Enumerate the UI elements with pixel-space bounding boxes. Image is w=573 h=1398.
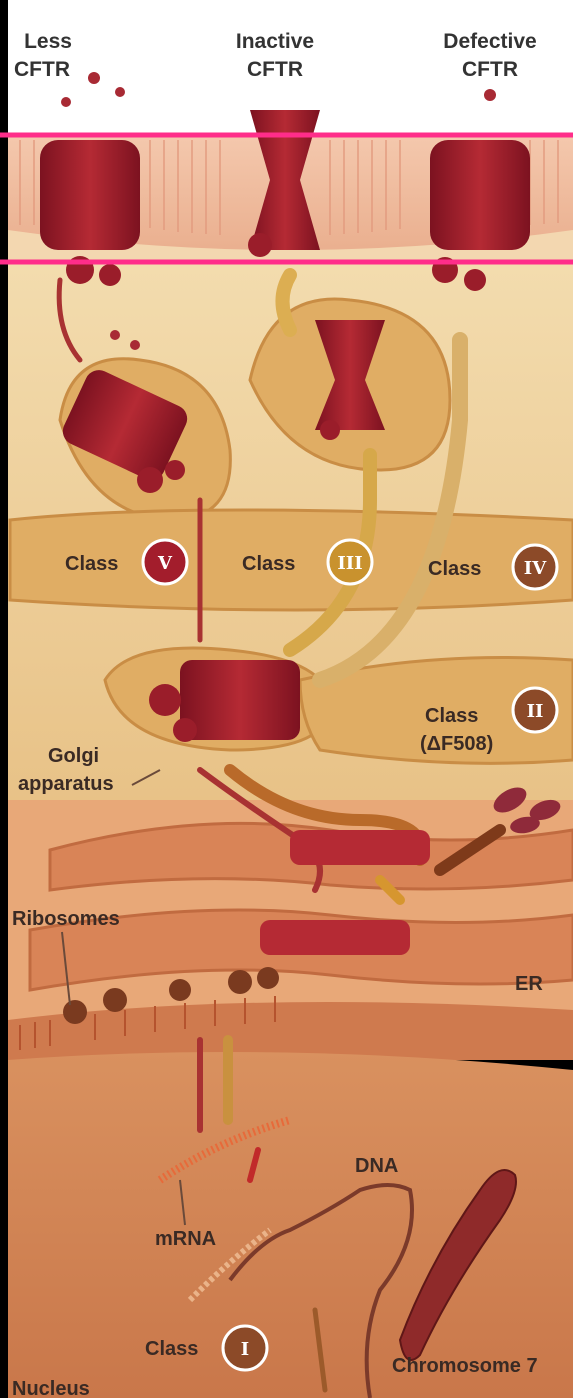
label-nucleus: Nucleus <box>12 1378 90 1398</box>
label-mrna: mRNA <box>155 1228 216 1250</box>
class-ii-numeral: II <box>527 701 544 722</box>
label-less-line1: Less <box>24 30 72 53</box>
class-i-word: Class <box>145 1338 198 1360</box>
label-less-line2: CFTR <box>14 58 70 81</box>
label-defective-line2: CFTR <box>462 58 518 81</box>
label-dna: DNA <box>355 1155 398 1177</box>
class-iii-numeral: III <box>337 553 362 574</box>
class-i-numeral: I <box>241 1339 249 1360</box>
class-v-word: Class <box>65 553 118 575</box>
label-er: ER <box>515 973 543 995</box>
class-iv-word: Class <box>428 558 481 580</box>
class-iii-word: Class <box>242 553 295 575</box>
label-golgi-line1: Golgi <box>48 745 99 767</box>
class-iv-numeral: IV <box>524 558 547 579</box>
label-ribosomes: Ribosomes <box>12 908 120 930</box>
class-v-numeral: V <box>157 553 173 574</box>
label-golgi-line2: apparatus <box>18 773 114 795</box>
label-chromosome: Chromosome 7 <box>392 1355 538 1377</box>
label-inactive-line1: Inactive <box>236 30 314 53</box>
label-defective-line1: Defective <box>443 30 536 53</box>
label-inactive-line2: CFTR <box>247 58 303 81</box>
class-ii-word: Class <box>425 705 478 727</box>
class-ii-subtitle: (ΔF508) <box>420 733 493 755</box>
